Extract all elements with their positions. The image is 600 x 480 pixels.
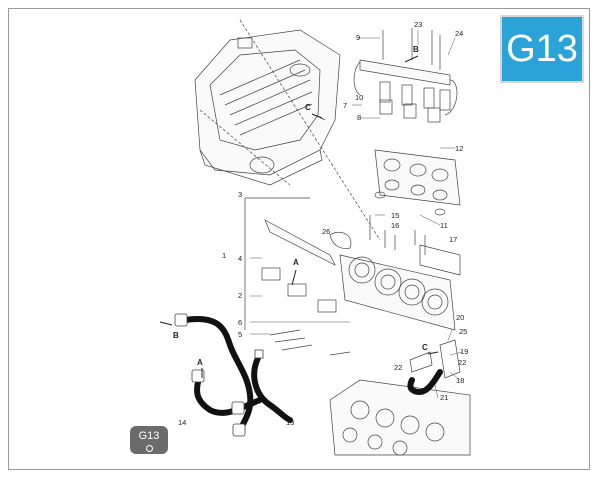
callout-1: 1 bbox=[222, 251, 226, 260]
callout-3: 3 bbox=[238, 190, 242, 199]
callout-13: 13 bbox=[286, 418, 294, 427]
lower-fuel-rail bbox=[244, 197, 337, 330]
callout-labels: 1 2 3 4 5 6 7 8 9 10 11 12 13 14 15 16 1… bbox=[178, 20, 468, 427]
footer-section-label: G13 bbox=[138, 430, 160, 442]
callout-10: 10 bbox=[355, 93, 363, 102]
callout-15: 15 bbox=[391, 211, 399, 220]
airbox bbox=[194, 19, 381, 241]
callout-5: 5 bbox=[238, 330, 242, 339]
callout-22-right: 22 bbox=[458, 358, 466, 367]
arrow-label-a-upper: A bbox=[293, 258, 299, 267]
callout-18: 18 bbox=[456, 376, 464, 385]
arrow-label-a-lower: A bbox=[197, 358, 203, 367]
callout-23: 23 bbox=[414, 20, 422, 29]
callout-20: 20 bbox=[456, 313, 464, 322]
arrow-label-c-lower: C bbox=[422, 343, 428, 352]
callout-4: 4 bbox=[238, 254, 242, 263]
callout-7: 7 bbox=[343, 101, 347, 110]
intake-flange bbox=[374, 149, 461, 216]
callout-2: 2 bbox=[238, 291, 242, 300]
callout-17: 17 bbox=[449, 235, 457, 244]
callout-26: 26 bbox=[322, 227, 330, 236]
callout-19: 19 bbox=[460, 347, 468, 356]
bolts bbox=[269, 215, 426, 356]
arrow-label-b-upper: B bbox=[413, 45, 419, 54]
callout-14: 14 bbox=[178, 418, 186, 427]
leader-lines bbox=[250, 30, 463, 399]
callout-16: 16 bbox=[391, 221, 399, 230]
arrow-label-b-lower: B bbox=[173, 331, 179, 340]
callout-6: 6 bbox=[238, 318, 242, 327]
sensor-bracket bbox=[409, 339, 461, 379]
tag-dot-icon bbox=[145, 445, 153, 452]
hose-connectors bbox=[174, 313, 264, 437]
reference-arrows: A A B B C C bbox=[159, 45, 439, 378]
arrow-label-c-upper: C bbox=[305, 103, 311, 112]
callout-9: 9 bbox=[356, 33, 360, 42]
callout-22-left: 22 bbox=[394, 363, 402, 372]
upper-fuel-rail bbox=[353, 28, 458, 123]
footer-section-tag: G13 bbox=[130, 426, 168, 454]
section-badge: G13 bbox=[500, 15, 584, 83]
callout-8: 8 bbox=[357, 113, 361, 122]
callout-12: 12 bbox=[455, 144, 463, 153]
callout-21: 21 bbox=[440, 393, 448, 402]
callout-25: 25 bbox=[459, 327, 467, 336]
callout-11: 11 bbox=[440, 221, 448, 230]
callout-24: 24 bbox=[455, 29, 463, 38]
throttle-body bbox=[329, 231, 461, 331]
engine-block bbox=[329, 379, 471, 456]
